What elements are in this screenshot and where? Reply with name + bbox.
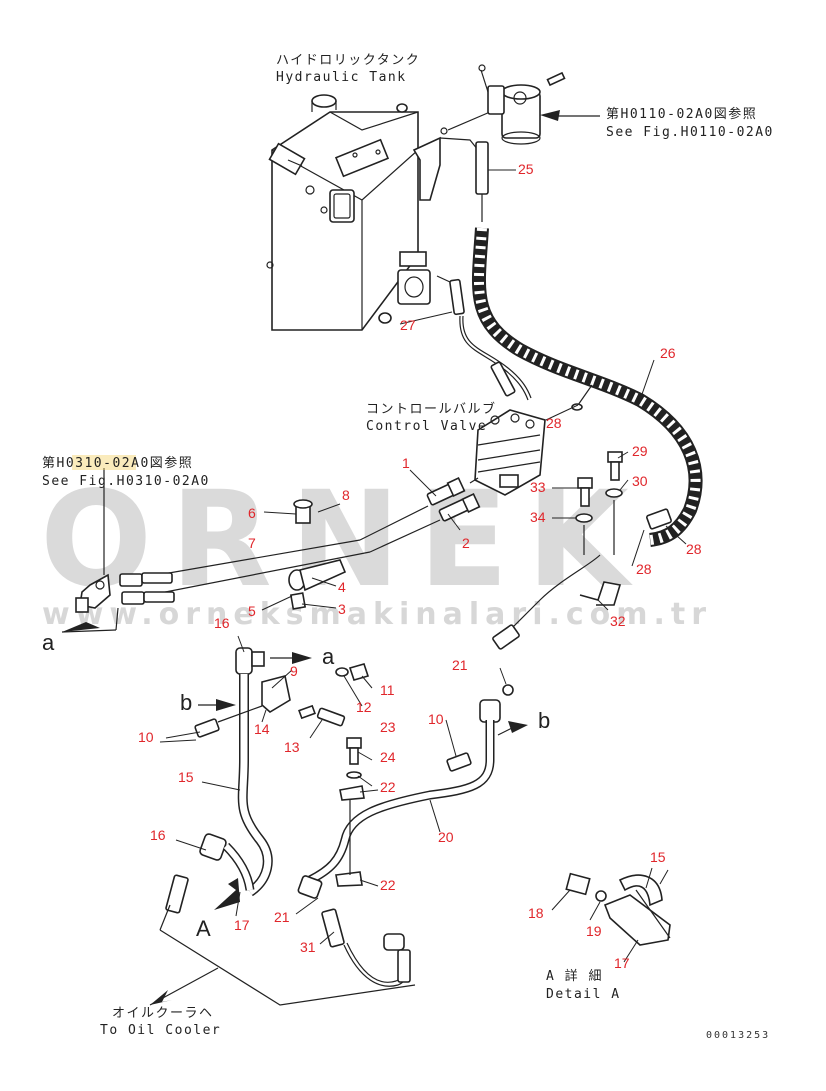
arrow-fig-ref-1 [540,110,560,121]
hose-16-lower [199,833,255,891]
fitting-lower-left [165,874,189,914]
view-letter-a2: a [322,644,335,669]
callout-15: 15 [178,769,194,785]
view-letter-A: A [196,916,211,941]
o-ring-21 [502,684,514,696]
callout-32: 32 [610,613,626,629]
bracket-9-14 [261,663,370,727]
clamp-22-lower [335,871,363,887]
callout-30: 30 [632,473,648,489]
control-valve-label-jp: コントロールバルブ [366,401,497,417]
line-filter [478,64,566,145]
callout-5: 5 [248,603,256,619]
callout-2: 2 [462,535,470,551]
hose-27 [436,275,532,401]
bolt-29 [607,451,623,481]
callout-15-detail: 15 [650,849,666,865]
washer-30 [605,488,623,498]
hydraulic-tank [266,94,431,331]
bolt-23 [346,737,362,765]
part-number-callouts: 1 2 3 4 5 6 7 8 9 10 10 11 12 13 14 15 1… [138,161,702,971]
hydraulic-tank-label-en: Hydraulic Tank [276,70,407,85]
callout-4: 4 [338,579,346,595]
washer-24 [346,771,362,779]
callout-6: 6 [248,505,256,521]
clamp-32 [579,581,622,606]
pipe-15 [235,647,273,897]
callout-16-lower: 16 [150,827,166,843]
callout-21-lower: 21 [274,909,290,925]
callout-18: 18 [528,905,544,921]
callout-33: 33 [530,479,546,495]
fitting-10-left [194,705,263,738]
callout-21-upper: 21 [452,657,468,673]
view-letter-b2: b [538,708,550,733]
oil-cooler-label-jp: オイルクーラヘ [112,1006,214,1021]
bolt-33 [577,477,593,507]
fig-ref-1-jp: 第H0110-02A0図参照 [606,106,757,122]
detail-A [565,872,671,946]
callout-7: 7 [248,535,256,551]
callout-34: 34 [530,509,546,525]
hydraulic-tank-label-jp: ハイドロリックタンク [276,53,420,68]
callout-9: 9 [290,663,298,679]
callout-24: 24 [380,749,396,765]
washer-34 [575,513,593,523]
callout-27: 27 [400,317,416,333]
fig-ref-2-highlight [72,455,136,470]
hose-26 [471,141,703,547]
callout-31: 31 [300,939,316,955]
callout-19: 19 [586,923,602,939]
hose-31 [321,908,411,987]
control-valve-label-en: Control Valve [366,419,487,434]
callout-22-upper: 22 [380,779,396,795]
tank-bracket [412,111,491,201]
callout-22-lower: 22 [380,877,396,893]
callout-3: 3 [338,601,346,617]
leader-lines [159,169,687,963]
fig-ref-2-jp-text: 第H0310-02A0図参照 [42,455,193,471]
callout-8: 8 [342,487,350,503]
oil-cooler-label-en: To Oil Cooler [100,1023,221,1038]
callout-13: 13 [284,739,300,755]
callout-14: 14 [254,721,270,737]
callout-28-right: 28 [686,541,702,557]
callout-26: 26 [660,345,676,361]
detail-label-en: Detail A [546,987,621,1002]
clamp-22-upper [339,785,365,801]
callout-29: 29 [632,443,648,459]
callout-10-right: 10 [428,711,444,727]
view-letter-b1: b [180,690,192,715]
callout-28-lower: 28 [636,561,652,577]
callout-20: 20 [438,829,454,845]
detail-label-jp: A 詳 細 [546,968,603,984]
fig-ref-1-en: See Fig.H0110-02A0 [606,125,774,140]
control-valve [469,409,546,496]
drawing-number: 00013253 [706,1030,770,1041]
fitting-10-right [446,752,472,772]
callout-28-upper: 28 [546,415,562,431]
callout-12: 12 [356,699,372,715]
callout-11: 11 [380,682,395,698]
arrow-detail-A [214,878,240,910]
callout-1: 1 [402,455,410,471]
callout-17: 17 [234,917,250,933]
callout-10-left: 10 [138,729,154,745]
left-pipe-assembly [75,468,347,613]
pipe-20 [297,699,501,899]
fig-ref-2-en: See Fig.H0310-02A0 [42,474,210,489]
hoses-1-2 [139,477,481,596]
callout-25: 25 [518,161,534,177]
callout-17-detail: 17 [614,955,630,971]
callout-16-upper: 16 [214,615,230,631]
view-letter-a1: a [42,630,55,655]
callout-23: 23 [380,719,396,735]
